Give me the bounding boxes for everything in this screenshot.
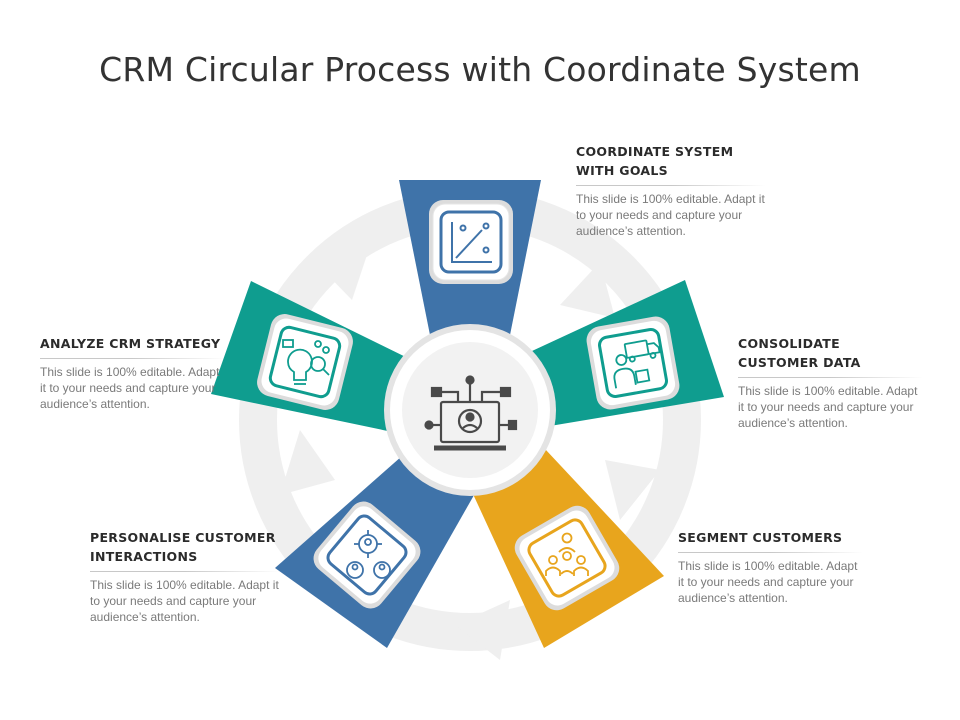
- delivery-person-truck-icon: [613, 339, 661, 389]
- label-heading: PERSONALISE CUSTOMER INTERACTIONS: [90, 530, 276, 564]
- label-heading: ANALYZE CRM STRATEGY: [40, 336, 221, 351]
- label-consolidate: CONSOLIDATE CUSTOMER DATA This slide is …: [738, 334, 923, 431]
- arrow-head-3: [605, 460, 660, 520]
- arrow-head-2: [560, 262, 615, 318]
- label-text: This slide is 100% editable. Adapt it to…: [40, 365, 220, 411]
- tile-segment: [514, 505, 620, 611]
- arrow-heads: [280, 240, 660, 660]
- label-text: This slide is 100% editable. Adapt it to…: [678, 559, 858, 605]
- laptop-network-user-icon: [424, 375, 518, 451]
- divider: [40, 358, 225, 359]
- label-text: This slide is 100% editable. Adapt it to…: [90, 578, 279, 624]
- target-people-icon: [346, 529, 391, 579]
- chart-coordinate-icon: [451, 222, 492, 263]
- divider: [738, 377, 923, 378]
- label-heading: SEGMENT CUSTOMERS: [678, 530, 843, 545]
- arrow-head-1: [318, 240, 372, 300]
- tile-analyze: [257, 314, 353, 410]
- divider: [576, 185, 766, 186]
- label-text: This slide is 100% editable. Adapt it to…: [738, 384, 918, 430]
- label-text: This slide is 100% editable. Adapt it to…: [576, 192, 765, 238]
- arrow-head-4: [455, 600, 510, 660]
- label-heading: COORDINATE SYSTEM WITH GOALS: [576, 144, 734, 178]
- label-segment: SEGMENT CUSTOMERS This slide is 100% edi…: [678, 528, 863, 606]
- divider: [678, 552, 863, 553]
- customer-group-icon: [545, 532, 589, 576]
- tile-personalise: [313, 501, 421, 609]
- tile-consolidate: [586, 316, 680, 410]
- divider: [90, 571, 280, 572]
- label-heading: CONSOLIDATE CUSTOMER DATA: [738, 336, 861, 370]
- lightbulb-analysis-icon: [282, 339, 330, 385]
- label-personalise: PERSONALISE CUSTOMER INTERACTIONS This s…: [90, 528, 280, 625]
- label-analyze: ANALYZE CRM STRATEGY This slide is 100% …: [40, 334, 225, 412]
- label-coordinate: COORDINATE SYSTEM WITH GOALS This slide …: [576, 142, 766, 239]
- page-title: CRM Circular Process with Coordinate Sys…: [99, 50, 861, 89]
- arrow-head-5: [280, 430, 335, 495]
- tile-coordinate: [429, 200, 513, 284]
